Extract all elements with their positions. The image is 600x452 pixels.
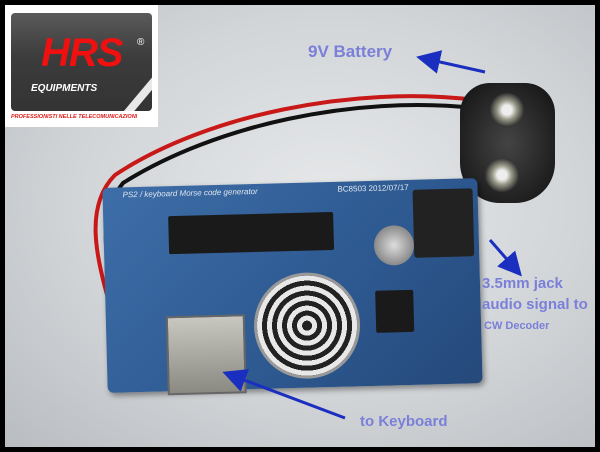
logo: HRS ® EQUIPMENTS PROFESSIONISTI NELLE TE…: [5, 5, 158, 127]
battery-snap: [460, 83, 555, 203]
snap-terminal: [490, 93, 524, 127]
label-jack-line1: 3.5mm jack: [482, 275, 563, 292]
logo-subtitle: EQUIPMENTS: [31, 83, 98, 94]
label-jack-line3: CW Decoder: [484, 320, 550, 332]
arrow-keyboard: [222, 369, 346, 420]
label-keyboard: to Keyboard: [360, 413, 448, 430]
logo-brand: HRS: [41, 31, 123, 75]
logo-registered: ®: [137, 37, 145, 48]
arrow-battery: [416, 50, 486, 74]
label-battery: 9V Battery: [308, 42, 393, 61]
arrow-jack: [488, 239, 522, 277]
label-jack-line2: audio signal to: [482, 296, 588, 313]
snap-terminal: [485, 158, 519, 192]
logo-tagline: PROFESSIONISTI NELLE TELECOMUNICAZIONI: [11, 114, 138, 120]
